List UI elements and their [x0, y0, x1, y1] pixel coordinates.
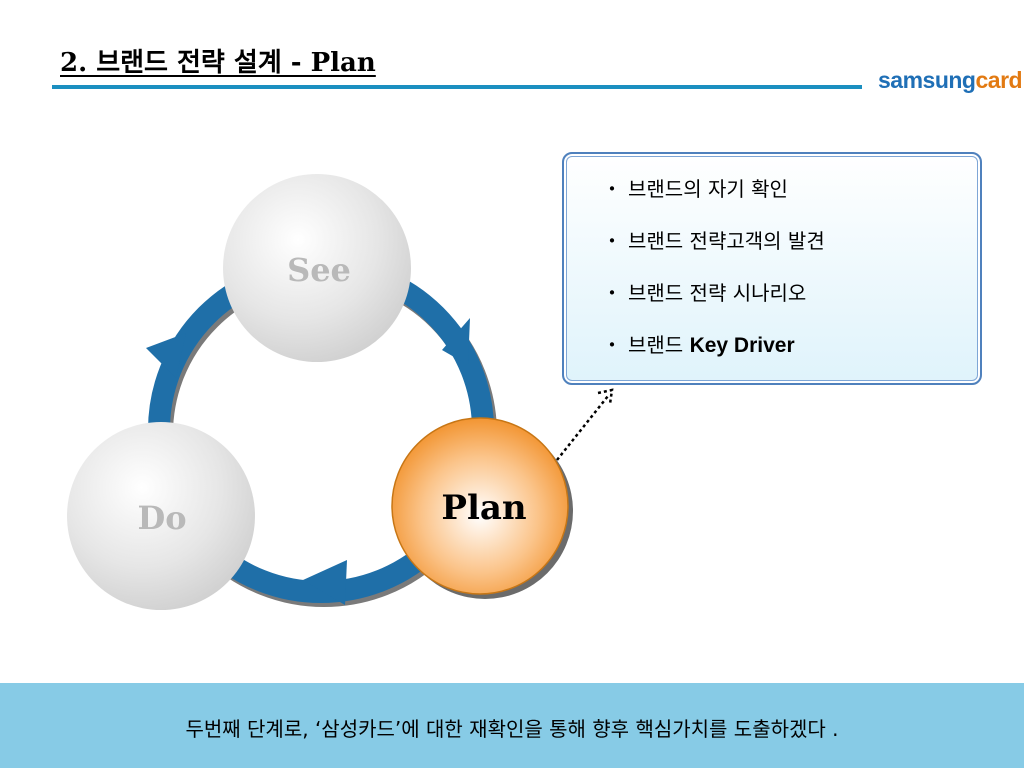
samsungcard-logo: samsungcard: [878, 67, 1023, 94]
logo-card: card: [975, 67, 1023, 93]
list-item: ・브랜드의 자기 확인: [602, 176, 825, 228]
title-underline-rule: [52, 85, 862, 89]
do-label: Do: [137, 499, 187, 537]
list-item-text: 브랜드의 자기 확인: [628, 177, 788, 201]
list-item-text: 브랜드 전략고객의 발견: [628, 229, 825, 253]
list-item-text: 브랜드 전략 시나리오: [628, 281, 807, 305]
list-item-bold: Key Driver: [689, 334, 795, 357]
logo-samsung: samsung: [878, 67, 976, 93]
bullet: ・: [602, 229, 622, 253]
dotted-connector-arrowhead: [597, 388, 614, 405]
plan-label: Plan: [441, 488, 527, 528]
dotted-connector-line: [556, 395, 609, 461]
plan-details-list: ・브랜드의 자기 확인 ・브랜드 전략고객의 발견 ・브랜드 전략 시나리오 ・…: [602, 176, 825, 384]
arrowhead-see-to-plan: [442, 318, 470, 365]
arrowhead-do-to-see: [146, 333, 186, 378]
arrowhead-plan-to-do: [303, 560, 347, 605]
list-item: ・브랜드 전략고객의 발견: [602, 228, 825, 280]
do-circle: [67, 422, 255, 610]
see-circle: [223, 174, 411, 362]
footer-text: 두번째 단계로, ‘삼성카드’에 대한 재확인을 통해 향후 핵심가치를 도출하…: [185, 717, 839, 741]
list-item: ・브랜드 전략 시나리오: [602, 280, 825, 332]
see-label: See: [287, 251, 351, 289]
page-title: 2. 브랜드 전략 설계 - Plan: [60, 48, 376, 78]
bullet: ・: [602, 333, 622, 357]
plan-details-box: ・브랜드의 자기 확인 ・브랜드 전략고객의 발견 ・브랜드 전략 시나리오 ・…: [562, 152, 982, 385]
plan-circle: [391, 417, 569, 595]
list-item: ・브랜드 Key Driver: [602, 332, 825, 384]
bullet: ・: [602, 281, 622, 305]
footer-band: [0, 683, 1024, 768]
list-item-text: 브랜드: [628, 333, 690, 357]
bullet: ・: [602, 177, 622, 201]
plan-cycle-diagram: [67, 174, 614, 610]
